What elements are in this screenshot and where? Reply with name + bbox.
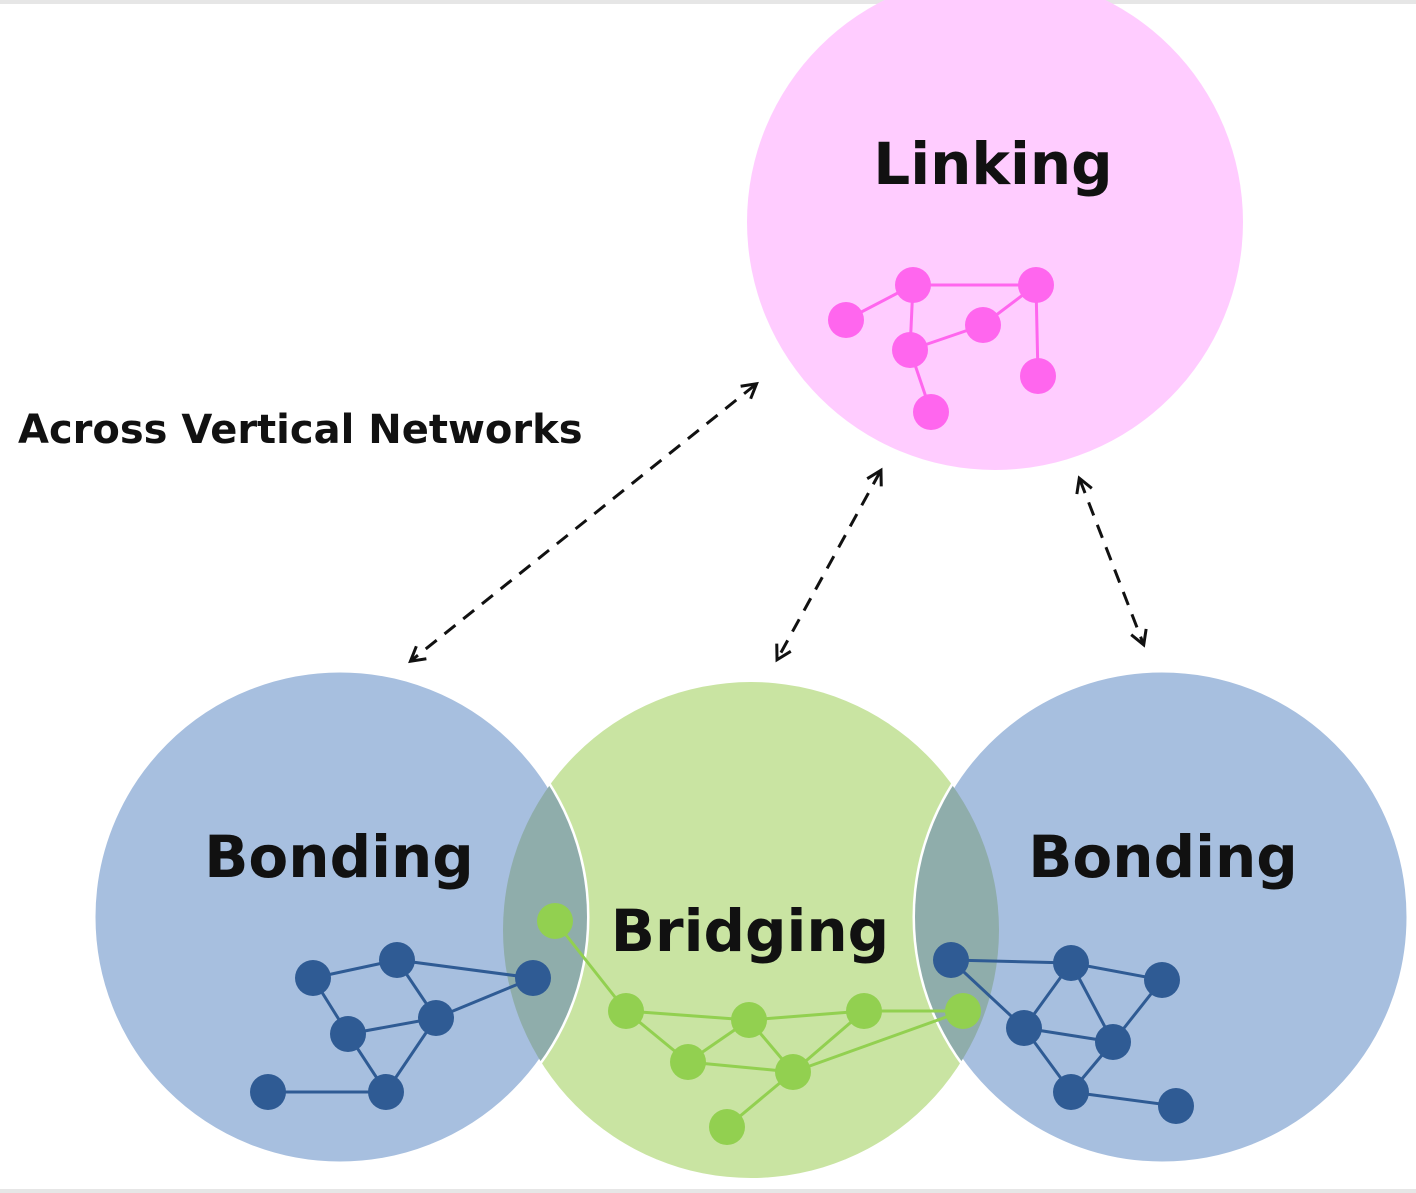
bridging-network-graph-icon bbox=[537, 903, 981, 1145]
bonding-right-network-graph-icon bbox=[933, 942, 1194, 1124]
bottom-border bbox=[0, 1189, 1416, 1193]
bonding-left-label: Bonding bbox=[204, 823, 474, 891]
linking-network-graph-icon bbox=[828, 267, 1056, 430]
top-border bbox=[0, 0, 1416, 4]
linking-circle bbox=[747, 0, 1243, 470]
bonding-right-label: Bonding bbox=[1028, 823, 1298, 891]
bonding-left-network-graph-icon bbox=[250, 942, 551, 1110]
bridging-circle bbox=[503, 682, 999, 1178]
across-vertical-networks-label: Across Vertical Networks bbox=[18, 407, 583, 453]
arrow-linking-bonding-left bbox=[408, 381, 759, 664]
linking-label: Linking bbox=[873, 130, 1112, 198]
bridging-label: Bridging bbox=[611, 897, 889, 965]
arrow-linking-bonding-right bbox=[1075, 475, 1148, 648]
arrow-linking-bridging bbox=[775, 467, 883, 663]
